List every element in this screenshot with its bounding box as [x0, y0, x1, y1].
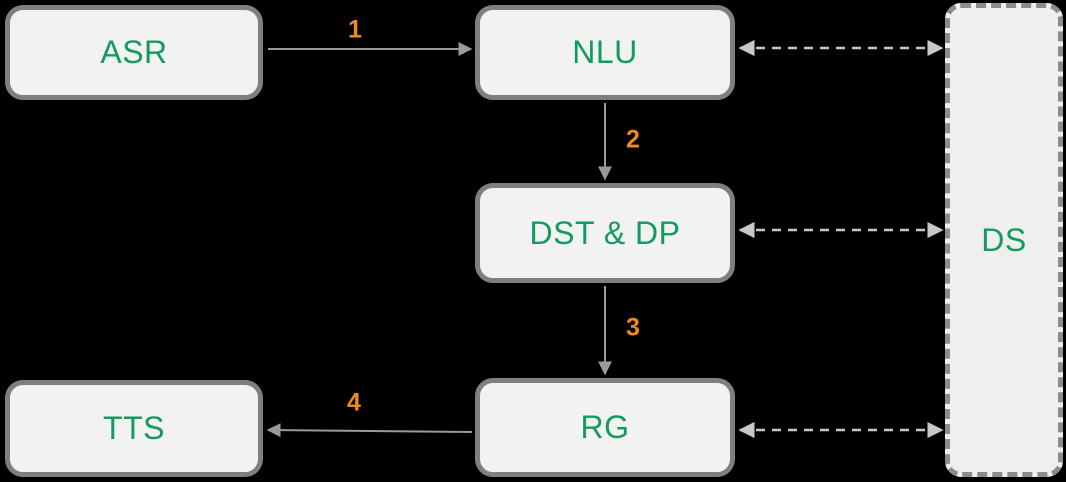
node-dst-dp: DST & DP [475, 183, 735, 283]
node-ds-label: DS [981, 221, 1027, 258]
node-tts-label: TTS [103, 410, 165, 446]
node-rg: RG [475, 378, 735, 477]
edge-label-1: 1 [348, 15, 362, 44]
node-asr-label: ASR [100, 34, 168, 70]
node-nlu: NLU [475, 5, 735, 100]
node-ds: DS [945, 3, 1063, 477]
edge-label-3: 3 [626, 313, 640, 342]
node-nlu-label: NLU [572, 34, 638, 70]
edge-label-4: 4 [347, 388, 361, 417]
node-asr: ASR [5, 5, 263, 100]
node-tts: TTS [5, 380, 263, 477]
edge-rg-tts [266, 423, 473, 438]
node-dst-dp-label: DST & DP [529, 214, 681, 251]
node-rg-label: RG [580, 409, 630, 445]
edge-label-2: 2 [626, 125, 640, 154]
